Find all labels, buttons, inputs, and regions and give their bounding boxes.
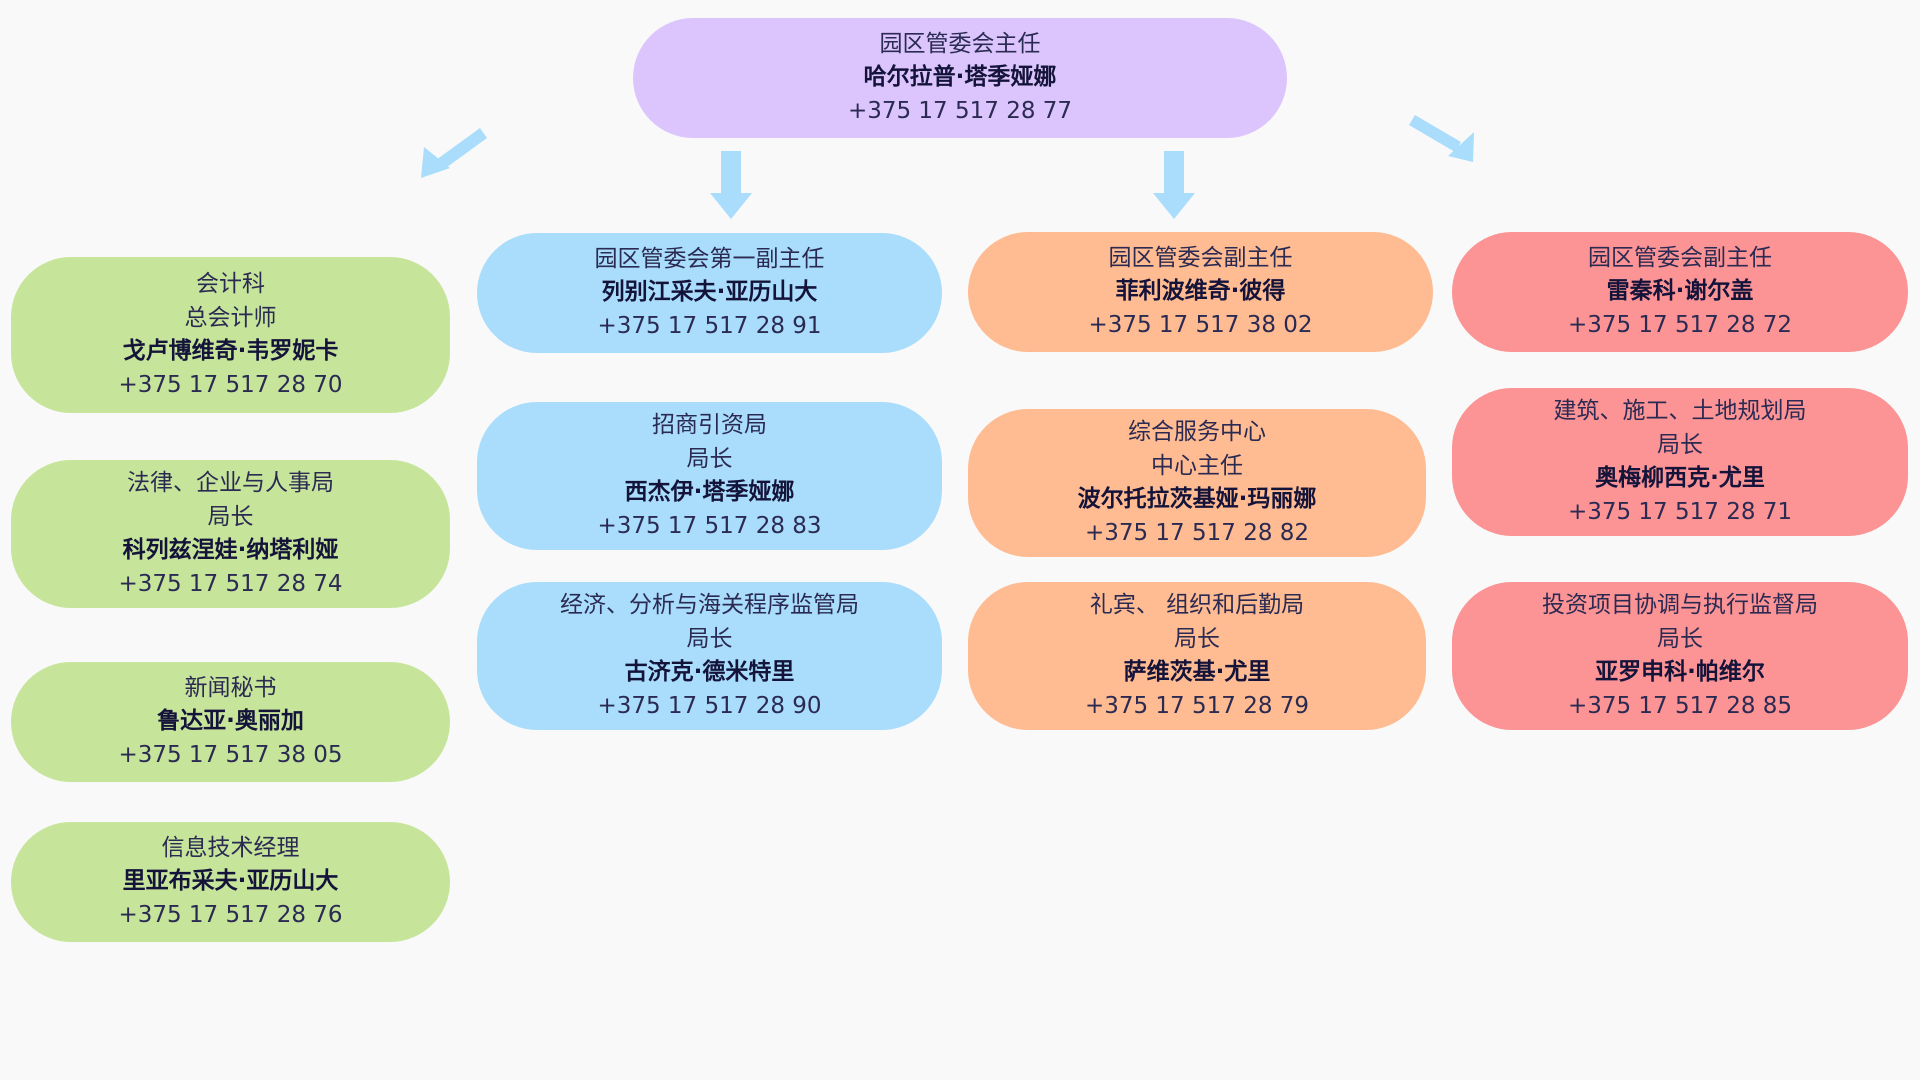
role-label: 局长 (1174, 625, 1220, 652)
construction-planning-card: 建筑、施工、土地规划局 局长 奥梅柳西克·尤里 +375 17 517 28 7… (1452, 388, 1908, 536)
dept-label: 法律、企业与人事局 (127, 470, 334, 496)
phone-number: +375 17 517 28 70 (118, 371, 343, 398)
director-phone: +375 17 517 28 77 (847, 97, 1073, 124)
dept-label: 投资项目协调与执行监督局 (1542, 592, 1818, 618)
person-name: 戈卢博维奇·韦罗妮卡 (122, 338, 339, 364)
phone-number: +375 17 517 28 83 (597, 512, 822, 539)
accounting-card: 会计科 总会计师 戈卢博维奇·韦罗妮卡 +375 17 517 28 70 (11, 257, 450, 413)
arrow-down-right-icon (1409, 115, 1474, 162)
role-label: 总会计师 (184, 304, 277, 331)
director-name: 哈尔拉普·塔季娅娜 (863, 64, 1057, 91)
person-name: 里亚布采夫·亚历山大 (122, 868, 339, 895)
person-name: 萨维茨基·尤里 (1123, 659, 1271, 685)
dept-label: 招商引资局 (652, 412, 767, 438)
phone-number: +375 17 517 38 02 (1088, 311, 1313, 338)
dept-label: 会计科 (196, 271, 265, 297)
role-label: 局长 (686, 445, 733, 472)
person-name: 列别江采夫·亚历山大 (601, 279, 818, 306)
economics-customs-card: 经济、分析与海关程序监管局 局长 古济克·德米特里 +375 17 517 28… (477, 582, 942, 730)
dept-label: 经济、分析与海关程序监管局 (560, 592, 859, 618)
person-name: 科列兹涅娃·纳塔利娅 (122, 537, 339, 563)
phone-number: +375 17 517 28 91 (597, 312, 822, 339)
role-label: 局长 (1657, 625, 1703, 652)
dept-label: 综合服务中心 (1128, 419, 1266, 445)
person-name: 雷秦科·谢尔盖 (1606, 278, 1754, 305)
role-label: 园区管委会副主任 (1108, 244, 1293, 271)
arrow-down-icon (1153, 151, 1195, 219)
deputy-a-card: 园区管委会副主任 菲利波维奇·彼得 +375 17 517 38 02 (968, 232, 1433, 352)
phone-number: +375 17 517 28 79 (1084, 692, 1310, 719)
project-coordination-card: 投资项目协调与执行监督局 局长 亚罗申科·帕维尔 +375 17 517 28 … (1452, 582, 1908, 730)
phone-number: +375 17 517 28 76 (118, 901, 343, 928)
role-label: 新闻秘书 (184, 674, 277, 701)
phone-number: +375 17 517 28 85 (1567, 692, 1793, 719)
phone-number: +375 17 517 28 90 (597, 692, 822, 719)
person-name: 古济克·德米特里 (624, 659, 795, 685)
role-label: 局长 (1657, 431, 1703, 458)
service-center-card: 综合服务中心 中心主任 波尔托拉茨基娅·玛丽娜 +375 17 517 28 8… (968, 409, 1426, 557)
investment-attraction-card: 招商引资局 局长 西杰伊·塔季娅娜 +375 17 517 28 83 (477, 402, 942, 550)
person-name: 菲利波维奇·彼得 (1115, 278, 1286, 305)
protocol-logistics-card: 礼宾、 组织和后勤局 局长 萨维茨基·尤里 +375 17 517 28 79 (968, 582, 1426, 730)
phone-number: +375 17 517 28 71 (1567, 498, 1793, 525)
role-label: 园区管委会第一副主任 (594, 245, 825, 272)
role-label: 中心主任 (1151, 452, 1243, 479)
phone-number: +375 17 517 28 72 (1567, 311, 1793, 338)
phone-number: +375 17 517 38 05 (118, 741, 343, 768)
first-deputy-card: 园区管委会第一副主任 列别江采夫·亚历山大 +375 17 517 28 91 (477, 233, 942, 353)
deputy-b-card: 园区管委会副主任 雷秦科·谢尔盖 +375 17 517 28 72 (1452, 232, 1908, 352)
role-label: 信息技术经理 (161, 834, 300, 861)
dept-label: 礼宾、 组织和后勤局 (1089, 592, 1305, 618)
press-secretary-card: 新闻秘书 鲁达亚·奥丽加 +375 17 517 38 05 (11, 662, 450, 782)
person-name: 鲁达亚·奥丽加 (157, 708, 304, 735)
it-manager-card: 信息技术经理 里亚布采夫·亚历山大 +375 17 517 28 76 (11, 822, 450, 942)
person-name: 奥梅柳西克·尤里 (1595, 465, 1765, 491)
person-name: 亚罗申科·帕维尔 (1595, 659, 1765, 685)
role-label: 园区管委会副主任 (1588, 244, 1772, 271)
legal-hr-card: 法律、企业与人事局 局长 科列兹涅娃·纳塔利娅 +375 17 517 28 7… (11, 460, 450, 608)
role-label: 局长 (207, 503, 254, 530)
arrow-down-icon (710, 151, 752, 219)
phone-number: +375 17 517 28 82 (1084, 519, 1310, 546)
person-name: 波尔托拉茨基娅·玛丽娜 (1077, 486, 1317, 512)
arrow-down-left-icon (421, 128, 487, 178)
person-name: 西杰伊·塔季娅娜 (624, 479, 795, 505)
role-label: 局长 (686, 625, 733, 652)
phone-number: +375 17 517 28 74 (118, 570, 343, 597)
dept-label: 建筑、施工、土地规划局 (1553, 398, 1807, 424)
director-card: 园区管委会主任 哈尔拉普·塔季娅娜 +375 17 517 28 77 (633, 18, 1287, 138)
director-title: 园区管委会主任 (879, 30, 1041, 57)
